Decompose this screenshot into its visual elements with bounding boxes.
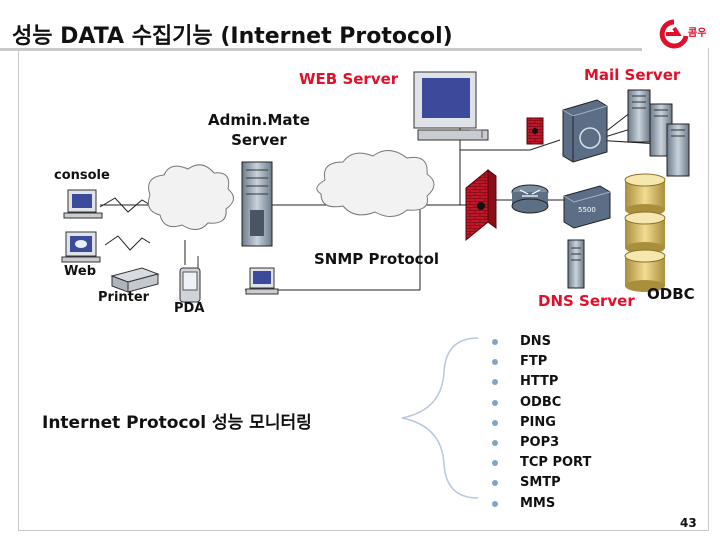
console-pc-icon — [63, 189, 103, 219]
page-number: 43 — [680, 516, 697, 530]
internet-cloud-left — [147, 164, 234, 230]
slide-title: 성능 DATA 수집기능 (Internet Protocol) — [12, 24, 453, 49]
svg-text:5500: 5500 — [578, 206, 596, 214]
database-icon — [624, 173, 666, 216]
database-tanks-icon — [624, 173, 666, 292]
monitoring-label: Internet Protocol 성능 모니터링 — [42, 413, 312, 433]
content-frame — [18, 48, 709, 531]
logo-text: 콤우 — [688, 27, 706, 39]
printer-label: Printer — [98, 290, 150, 305]
web-pc-icon — [61, 231, 101, 263]
protocol-item: POP3 — [492, 433, 591, 453]
protocol-item: MMS — [492, 494, 591, 514]
router-icon — [511, 184, 549, 214]
mail-switch-icon — [562, 99, 608, 163]
logo-icon — [659, 19, 689, 49]
protocol-item: FTP — [492, 352, 591, 372]
protocol-item: ODBC — [492, 393, 591, 413]
printer-icon — [110, 267, 160, 293]
web-server-label: WEB Server — [299, 70, 399, 88]
mail-server-towers-icon — [627, 89, 690, 177]
dns-server-label: DNS Server — [538, 292, 635, 310]
company-logo: 콤우 — [659, 19, 706, 49]
firewall-icon — [465, 168, 497, 242]
mail-server-label: Mail Server — [584, 66, 681, 84]
internet-cloud-center — [316, 150, 435, 217]
title-divider — [0, 48, 642, 51]
firewall-small-icon — [526, 117, 544, 145]
snmp-pc-icon — [245, 267, 279, 295]
web-server-computer-icon — [413, 71, 489, 141]
dns-server-icon — [567, 239, 585, 289]
odbc-label: ODBC — [647, 285, 695, 303]
database-icon — [624, 249, 666, 292]
database-icon — [624, 211, 666, 254]
pda-icon — [179, 256, 201, 303]
console-label: console — [54, 168, 110, 183]
dns-switch-icon: 5500 — [563, 185, 611, 229]
protocol-brace — [401, 337, 479, 499]
protocol-item: PING — [492, 413, 591, 433]
snmp-protocol-label: SNMP Protocol — [314, 250, 440, 268]
pda-label: PDA — [174, 301, 205, 316]
admin-server-rack-icon — [241, 161, 273, 247]
admin-server-label: Admin.Mate Server — [208, 111, 310, 149]
web-label: Web — [64, 264, 96, 279]
protocol-item: TCP PORT — [492, 453, 591, 473]
protocol-item: DNS — [492, 332, 591, 352]
protocol-item: SMTP — [492, 473, 591, 493]
protocol-item: HTTP — [492, 372, 591, 392]
protocol-list: DNS FTP HTTP ODBC PING POP3 TCP PORT SMT… — [492, 332, 591, 514]
